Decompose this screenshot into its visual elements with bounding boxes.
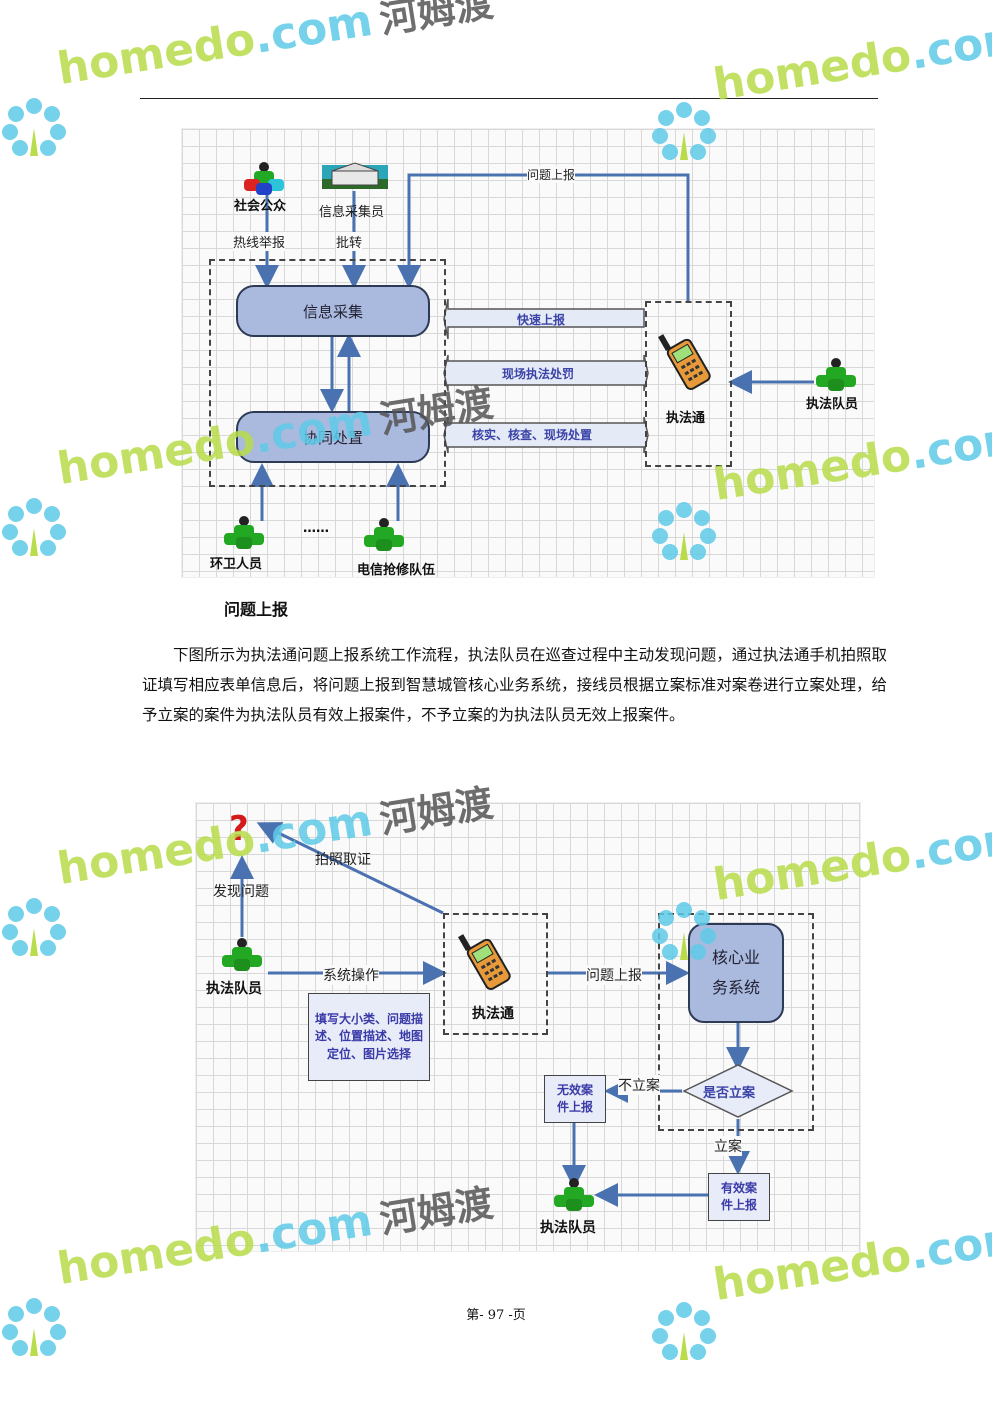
edge-photo	[256, 822, 444, 915]
valid-case-node: 有效案 件上报	[708, 1173, 770, 1221]
header-rule	[140, 98, 878, 99]
public-label: 社会公众	[234, 199, 287, 214]
figure-problem-report-flow: ? 发现问题 拍照取证 执法队员 系统操作 填写大小类、问题描述、位置描述、地图…	[195, 802, 861, 1252]
info-collection-node: 信息采集	[236, 285, 430, 337]
edge-problem-report	[397, 173, 690, 301]
not-filed-label: 不立案	[618, 1075, 660, 1095]
core-boundary	[658, 913, 814, 1131]
verify-label: 核实、核查、现场处置	[472, 428, 593, 442]
sanitation-label: 环卫人员	[210, 557, 263, 572]
invalid-case-node: 无效案 件上报	[544, 1075, 606, 1123]
question-mark-icon: ?	[229, 809, 249, 849]
forward-label: 批转	[336, 232, 363, 251]
report-label: 问题上报	[586, 965, 642, 985]
figure-collaboration-diagram: 信息采集 协同处置 社会公众 信息采集员 热线举报 批转 问题上报 快速上报 现…	[181, 128, 875, 578]
telecom-people-icon	[364, 518, 404, 551]
page-number: 第- 97 -页	[466, 1308, 526, 1323]
onsite-penalty-label: 现场执法处罚	[502, 367, 575, 381]
collector-label: 信息采集员	[319, 205, 385, 220]
discover-label: 发现问题	[213, 884, 269, 900]
filed-label: 立案	[714, 1136, 742, 1156]
problem-report-label: 问题上报	[527, 166, 576, 183]
team-people-icon	[816, 358, 856, 391]
ellipsis-label: ……	[303, 521, 329, 536]
core-system-node: 核心业 务系统	[688, 923, 784, 1023]
operate-label: 系统操作	[323, 965, 379, 985]
quick-report-label: 快速上报	[517, 313, 566, 327]
terminal-boundary	[443, 913, 548, 1035]
watermark-flower-icon	[2, 898, 66, 956]
section-paragraph: 下图所示为执法通问题上报系统工作流程，执法队员在巡查过程中主动发现问题，通过执法…	[142, 646, 887, 724]
form-note: 填写大小类、问题描述、位置描述、地图定位、图片选择	[308, 993, 430, 1081]
watermark: homedo.com	[710, 10, 992, 111]
photo-label: 拍照取证	[315, 852, 371, 868]
sanitation-people-icon	[224, 516, 264, 549]
team-label: 执法队员	[806, 397, 859, 412]
watermark-flower-icon	[2, 98, 66, 156]
team-people-icon	[554, 1178, 594, 1211]
hotline-label: 热线举报	[233, 232, 286, 251]
team-people-icon	[222, 938, 262, 971]
team-top-label: 执法队员	[206, 981, 262, 997]
watermark: homedo.com河姆渡	[54, 0, 497, 95]
public-people-icon	[244, 162, 284, 195]
watermark-flower-icon	[2, 498, 66, 556]
team-bottom-label: 执法队员	[540, 1220, 596, 1236]
telecom-label: 电信抢修队伍	[357, 563, 436, 578]
terminal-boundary	[645, 301, 732, 467]
coop-handling-node: 协同处置	[236, 411, 430, 463]
decision-label: 是否立案	[703, 1086, 756, 1101]
terminal-label: 执法通	[666, 411, 706, 426]
building-icon	[322, 162, 388, 189]
section-caption: 问题上报	[224, 600, 289, 619]
terminal-label: 执法通	[472, 1006, 514, 1022]
system-boundary	[209, 259, 446, 487]
